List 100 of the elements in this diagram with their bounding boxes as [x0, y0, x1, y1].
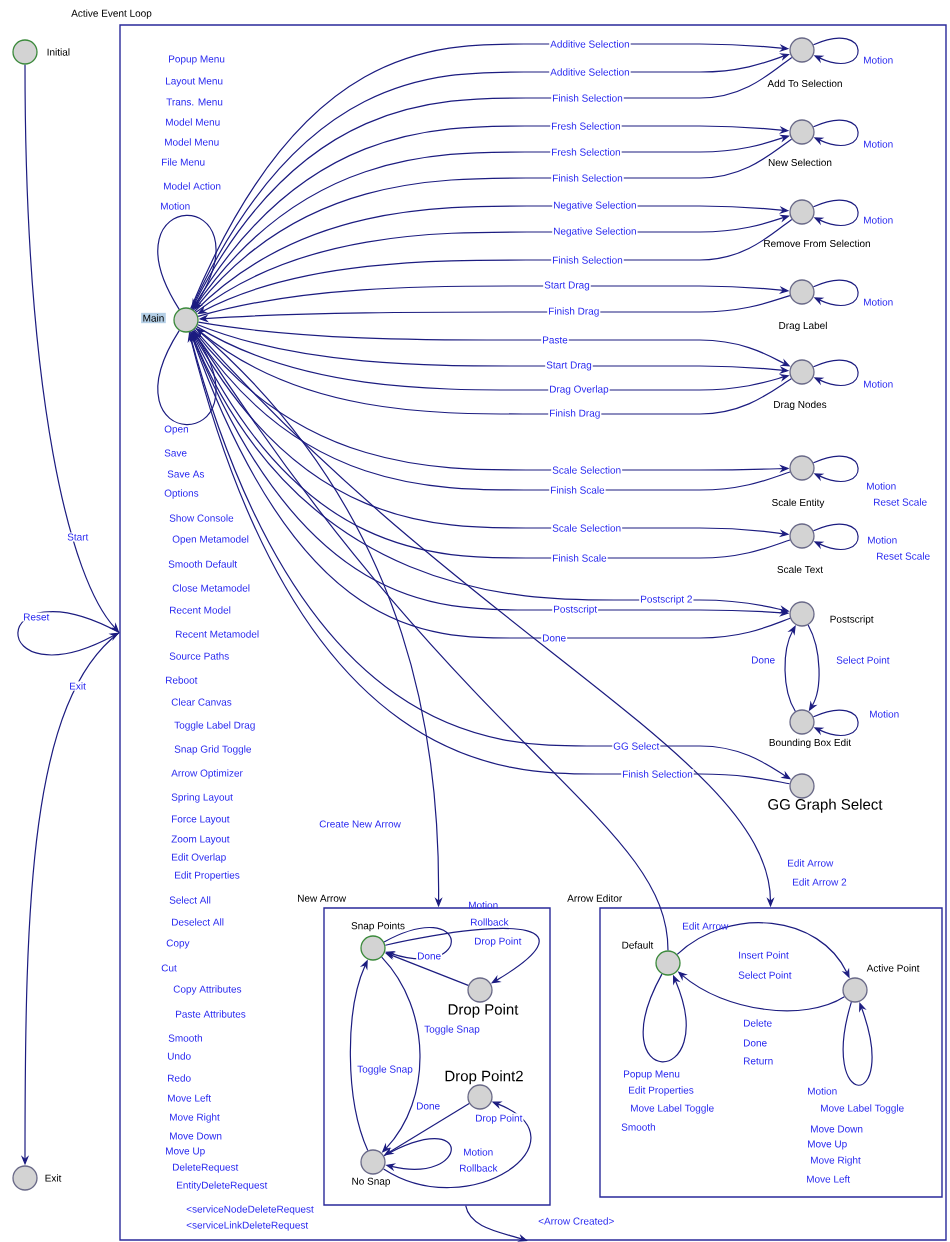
- state-name: Bounding Box Edit: [769, 738, 852, 748]
- transition-label: Copy: [166, 939, 190, 949]
- edge-label: Finish Drag: [547, 306, 601, 318]
- state-name: Snap Points: [351, 922, 405, 932]
- transition-arrow: [812, 279, 859, 307]
- edge-label: Fresh Selection: [550, 121, 622, 131]
- edge-label: Reset: [22, 612, 51, 622]
- transition-label: Delete: [744, 1019, 772, 1027]
- transition-label: Move Label Toggle: [631, 1104, 714, 1114]
- transition-label: <serviceLinkDeleteRequest: [186, 1221, 309, 1231]
- transition-label: Motion: [808, 1087, 837, 1095]
- transition-label: Spring Layout: [171, 793, 233, 803]
- transition-arrow: [383, 1138, 452, 1172]
- transition-label: Show Console: [169, 514, 234, 522]
- transition-label: Snap Grid Toggle: [174, 745, 251, 755]
- transition-label: Smooth Default: [168, 560, 238, 568]
- edge-label: Start: [66, 532, 90, 542]
- transition-label: Edit Arrow: [788, 859, 834, 867]
- edge-label: Toggle Snap: [356, 1064, 414, 1076]
- transition-label: Edit Arrow 2: [793, 878, 847, 886]
- edge-label: Motion: [862, 379, 895, 389]
- transition-arrow: [842, 1001, 873, 1086]
- transition-arrow: [643, 973, 687, 1063]
- transition-label: Save: [164, 449, 187, 457]
- edge-label: Fresh Selection: [550, 147, 622, 157]
- edge-label: Motion: [862, 297, 895, 307]
- transition-label: Move Up: [166, 1147, 205, 1157]
- transition-label: Options: [164, 489, 199, 499]
- transition-label: Model Menu: [166, 118, 220, 126]
- state-name: Postscript: [830, 615, 874, 625]
- edge-label: Finish Selection: [551, 173, 624, 183]
- transition-arrow: [157, 214, 217, 310]
- edge-label: Create New Arrow: [318, 819, 402, 829]
- edge-label: Scale Selection: [551, 523, 623, 533]
- transition-label: Edit Arrow: [683, 922, 729, 930]
- transition-label: Recent Model: [170, 606, 231, 614]
- state-name: Scale Entity: [772, 498, 825, 508]
- transition-label: File Menu: [162, 158, 205, 166]
- transition-label: Move Down: [170, 1132, 222, 1140]
- transition-label: Move Left: [168, 1094, 212, 1102]
- transition-arrow: [17, 611, 120, 655]
- edge-label: GG Select: [612, 741, 661, 751]
- transition-arrow: [384, 928, 540, 984]
- transition-label: Return: [744, 1057, 773, 1065]
- edge-label: Done: [415, 1101, 442, 1111]
- edge-label: Negative Selection: [552, 226, 638, 238]
- edge-label: Paste: [541, 335, 569, 345]
- edge-label: Finish Drag: [548, 408, 602, 420]
- edge-label: Done: [541, 633, 568, 643]
- transition-label: Reboot: [166, 676, 198, 684]
- edge-label: <Arrow Created>: [537, 1216, 616, 1226]
- transition-arrow: [465, 1205, 528, 1242]
- transition-arrow: [784, 625, 796, 712]
- transition-arrow: [812, 523, 859, 551]
- state-name: Scale Text: [777, 565, 823, 574]
- state-name: Drag Label: [779, 321, 827, 331]
- transition-label: Undo: [167, 1052, 191, 1060]
- transition-label: Edit Properties: [629, 1086, 694, 1096]
- transition-label: Model Action: [164, 182, 221, 190]
- transition-label: Smooth: [168, 1034, 202, 1042]
- transition-label: Move Right: [170, 1113, 220, 1123]
- edge-label: Motion: [862, 55, 895, 65]
- state-name: Default: [622, 941, 654, 949]
- edge-label: Drop Point: [473, 936, 523, 948]
- transition-label: Motion: [161, 202, 190, 210]
- transition-arrow: [812, 119, 859, 147]
- edge-label: Done: [750, 655, 777, 665]
- transition-label: DeleteRequest: [173, 1163, 239, 1173]
- transition-label: Move Label Toggle: [821, 1104, 904, 1114]
- transition-label: Move Left: [807, 1175, 851, 1183]
- transition-label: Edit Overlap: [172, 853, 226, 863]
- transition-arrow: [812, 199, 859, 227]
- transition-label: Insert Point: [739, 951, 789, 959]
- state-name: Main: [141, 312, 166, 324]
- transition-label: Move Right: [811, 1156, 861, 1166]
- edge-label: Select Point: [835, 655, 891, 665]
- transition-label: Motion: [469, 901, 498, 909]
- transition-label: Save As: [167, 470, 205, 478]
- transition-label: Reset Scale: [874, 498, 927, 506]
- transition-arrow: [812, 455, 859, 483]
- state-name: Drop Point2: [445, 1070, 523, 1085]
- transition-label: Select All: [169, 896, 211, 904]
- edge-label: Motion: [862, 139, 895, 149]
- state-name: Exit: [45, 1174, 62, 1182]
- transition-arrow: [383, 1101, 532, 1189]
- edge-label: Toggle Snap: [423, 1024, 481, 1036]
- transition-label: Rollback: [471, 918, 509, 926]
- state-name: Arrow Editor: [567, 894, 623, 902]
- transition-label: Model Menu: [165, 138, 219, 146]
- transition-arrow: [812, 709, 859, 737]
- transition-label: Motion: [867, 482, 896, 490]
- edge-label: Postscript: [552, 604, 599, 616]
- transition-label: Cut: [161, 964, 177, 972]
- transition-label: Deselect All: [172, 918, 224, 926]
- edge-label: Motion: [862, 215, 895, 225]
- edge-label: Finish Selection: [551, 93, 624, 103]
- transition-arrow: [812, 37, 859, 65]
- transition-label: Motion: [868, 536, 897, 544]
- transition-label: Move Down: [811, 1125, 863, 1133]
- transition-label: Zoom Layout: [171, 835, 230, 845]
